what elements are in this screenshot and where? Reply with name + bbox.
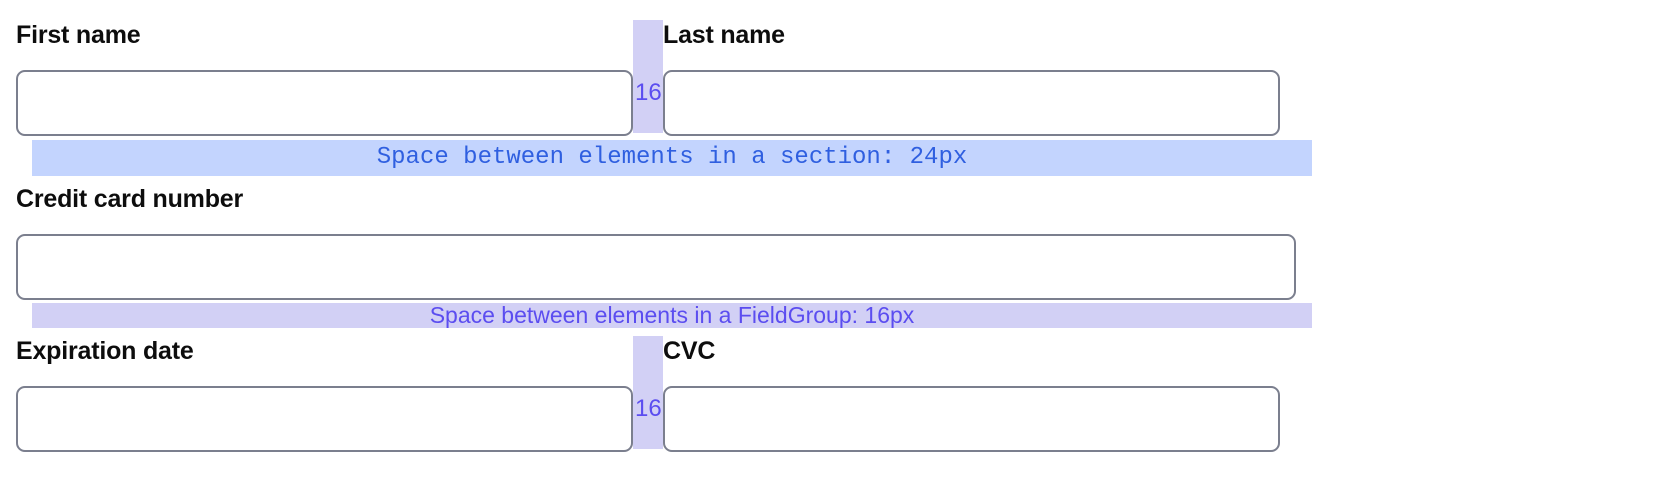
cvc-label: CVC [663, 337, 716, 365]
expiration-date-input[interactable] [16, 386, 633, 452]
cvc-input[interactable] [663, 386, 1280, 452]
section-spacing-annotation: Space between elements in a section: 24p… [32, 140, 1312, 176]
cvc-field: CVC [663, 336, 1280, 452]
first-name-field: First name [16, 20, 633, 136]
name-group-gap-value: 16 [635, 79, 662, 106]
credit-card-number-input[interactable] [16, 234, 1296, 300]
name-group-gap-column: 16 [633, 20, 663, 133]
last-name-label: Last name [663, 21, 785, 49]
expiry-group-gap-value: 16 [635, 395, 662, 422]
first-name-input[interactable] [16, 70, 633, 136]
credit-card-field-group: Credit card number [16, 184, 1296, 300]
last-name-input[interactable] [663, 70, 1280, 136]
form-content: First name 16 Last name Space between el… [16, 0, 1312, 496]
expiration-date-label: Expiration date [16, 337, 194, 365]
expiration-date-field: Expiration date [16, 336, 633, 452]
fieldgroup-spacing-label: Space between elements in a FieldGroup: … [429, 302, 915, 328]
credit-card-number-field: Credit card number [16, 184, 1296, 300]
name-field-group: First name 16 Last name [16, 20, 1296, 136]
fieldgroup-spacing-annotation: Space between elements in a FieldGroup: … [32, 303, 1312, 328]
expiry-field-group: Expiration date 16 CVC [16, 336, 1296, 452]
expiry-group-gap-column: 16 [633, 336, 663, 449]
credit-card-number-label: Credit card number [16, 185, 244, 213]
section-spacing-label: Space between elements in a section: 24p… [376, 144, 968, 171]
last-name-field: Last name [663, 20, 1280, 136]
first-name-label: First name [16, 21, 141, 49]
